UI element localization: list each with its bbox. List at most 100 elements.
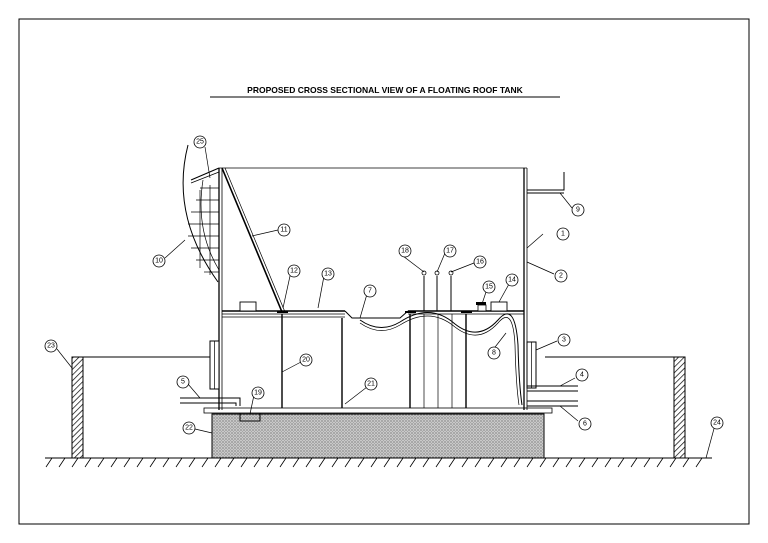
callout-11: 11 bbox=[277, 223, 291, 237]
callout-3: 3 bbox=[557, 333, 571, 347]
rolling-ladder bbox=[221, 167, 286, 313]
ground-hatch-tick bbox=[656, 457, 664, 468]
ground-hatch-tick bbox=[188, 457, 196, 468]
callout-15: 15 bbox=[482, 280, 496, 294]
drawing-border bbox=[18, 18, 750, 525]
inlet-nozzle-left bbox=[180, 397, 241, 406]
ground-hatch-tick bbox=[513, 457, 521, 468]
ground-hatch-tick bbox=[383, 457, 391, 468]
ground-hatch-tick bbox=[331, 457, 339, 468]
drain-nozzle-right bbox=[527, 400, 578, 407]
leader-lines bbox=[56, 146, 716, 459]
svg-text:8: 8 bbox=[492, 350, 496, 357]
callout-14: 14 bbox=[505, 273, 519, 287]
callout-4: 4 bbox=[575, 368, 589, 382]
ground-hatch-tick bbox=[370, 457, 378, 468]
shell-manhole-left bbox=[209, 340, 220, 390]
roof-support-legs bbox=[277, 311, 472, 408]
svg-text:14: 14 bbox=[508, 277, 516, 284]
callout-25: 25 bbox=[193, 135, 207, 149]
callout-16: 16 bbox=[473, 255, 487, 269]
ground-hatch-tick bbox=[214, 457, 222, 468]
ground-hatch-tick bbox=[591, 457, 599, 468]
ground-line bbox=[45, 457, 712, 468]
svg-text:9: 9 bbox=[576, 207, 580, 214]
ground-hatch-tick bbox=[630, 457, 638, 468]
spiral-stairway bbox=[182, 144, 220, 283]
ground-hatch-tick bbox=[669, 457, 677, 468]
svg-text:12: 12 bbox=[290, 268, 298, 275]
ground-hatch-tick bbox=[71, 457, 79, 468]
svg-text:24: 24 bbox=[713, 420, 721, 427]
ground-hatch-tick bbox=[422, 457, 430, 468]
ground-hatch-tick bbox=[136, 457, 144, 468]
svg-text:4: 4 bbox=[580, 372, 584, 379]
svg-text:20: 20 bbox=[302, 357, 310, 364]
callout-7: 7 bbox=[363, 284, 377, 298]
ground-hatch-tick bbox=[123, 457, 131, 468]
ground-hatch-tick bbox=[500, 457, 508, 468]
ground-hatch-tick bbox=[45, 457, 53, 468]
ground-hatch-tick bbox=[552, 457, 560, 468]
svg-text:6: 6 bbox=[583, 421, 587, 428]
svg-text:21: 21 bbox=[367, 381, 375, 388]
ground-hatch-tick bbox=[682, 457, 690, 468]
svg-text:22: 22 bbox=[185, 425, 193, 432]
ground-hatch-tick bbox=[240, 457, 248, 468]
ground-hatch-tick bbox=[84, 457, 92, 468]
outlet-nozzle-right bbox=[527, 385, 578, 392]
callout-19: 19 bbox=[251, 386, 265, 400]
ground-hatch-tick bbox=[175, 457, 183, 468]
tank-bottom-plate bbox=[203, 407, 553, 422]
ground-hatch-tick bbox=[357, 457, 365, 468]
svg-text:15: 15 bbox=[485, 284, 493, 291]
callout-21: 21 bbox=[364, 377, 378, 391]
ground-hatch-tick bbox=[305, 457, 313, 468]
wind-girder bbox=[527, 172, 565, 194]
svg-text:10: 10 bbox=[155, 258, 163, 265]
ground-hatch-tick bbox=[604, 457, 612, 468]
callout-17: 17 bbox=[443, 244, 457, 258]
ground-hatch-tick bbox=[695, 457, 703, 468]
ground-hatch-tick bbox=[487, 457, 495, 468]
ground-hatch-tick bbox=[162, 457, 170, 468]
floating-roof-deck bbox=[222, 310, 524, 319]
callout-9: 9 bbox=[571, 203, 585, 217]
callout-10: 10 bbox=[152, 254, 166, 268]
ground-hatch-tick bbox=[396, 457, 404, 468]
drawing-title: PROPOSED CROSS SECTIONAL VIEW OF A FLOAT… bbox=[247, 85, 523, 95]
svg-text:1: 1 bbox=[561, 231, 565, 238]
callout-18: 18 bbox=[398, 244, 412, 258]
ground-hatch-tick bbox=[461, 457, 469, 468]
ground-hatch-tick bbox=[279, 457, 287, 468]
ground-hatch-tick bbox=[474, 457, 482, 468]
ground-hatch-tick bbox=[526, 457, 534, 468]
callout-6: 6 bbox=[578, 417, 592, 431]
callout-8: 8 bbox=[487, 346, 501, 360]
callout-20: 20 bbox=[299, 353, 313, 367]
ground-hatch-tick bbox=[292, 457, 300, 468]
svg-text:16: 16 bbox=[476, 259, 484, 266]
bund-wall-left bbox=[71, 356, 84, 459]
ground-hatch-tick bbox=[97, 457, 105, 468]
tank-foundation bbox=[211, 413, 545, 459]
ground-hatch-tick bbox=[643, 457, 651, 468]
svg-text:11: 11 bbox=[280, 227, 287, 234]
ground-hatch-tick bbox=[58, 457, 66, 468]
ground-hatch-tick bbox=[253, 457, 261, 468]
svg-text:13: 13 bbox=[324, 271, 332, 278]
svg-text:7: 7 bbox=[368, 288, 372, 295]
svg-text:18: 18 bbox=[401, 248, 409, 255]
bund-wall-right bbox=[673, 356, 686, 459]
roof-pontoon-box-left bbox=[239, 301, 257, 312]
ground-hatch-tick bbox=[448, 457, 456, 468]
svg-text:3: 3 bbox=[562, 337, 566, 344]
svg-text:23: 23 bbox=[47, 343, 55, 350]
ground-hatch-tick bbox=[435, 457, 443, 468]
ground-hatch-tick bbox=[201, 457, 209, 468]
callout-24: 24 bbox=[710, 416, 724, 430]
ground-hatch-tick bbox=[409, 457, 417, 468]
callout-2: 2 bbox=[554, 269, 568, 283]
ground-hatch-tick bbox=[344, 457, 352, 468]
